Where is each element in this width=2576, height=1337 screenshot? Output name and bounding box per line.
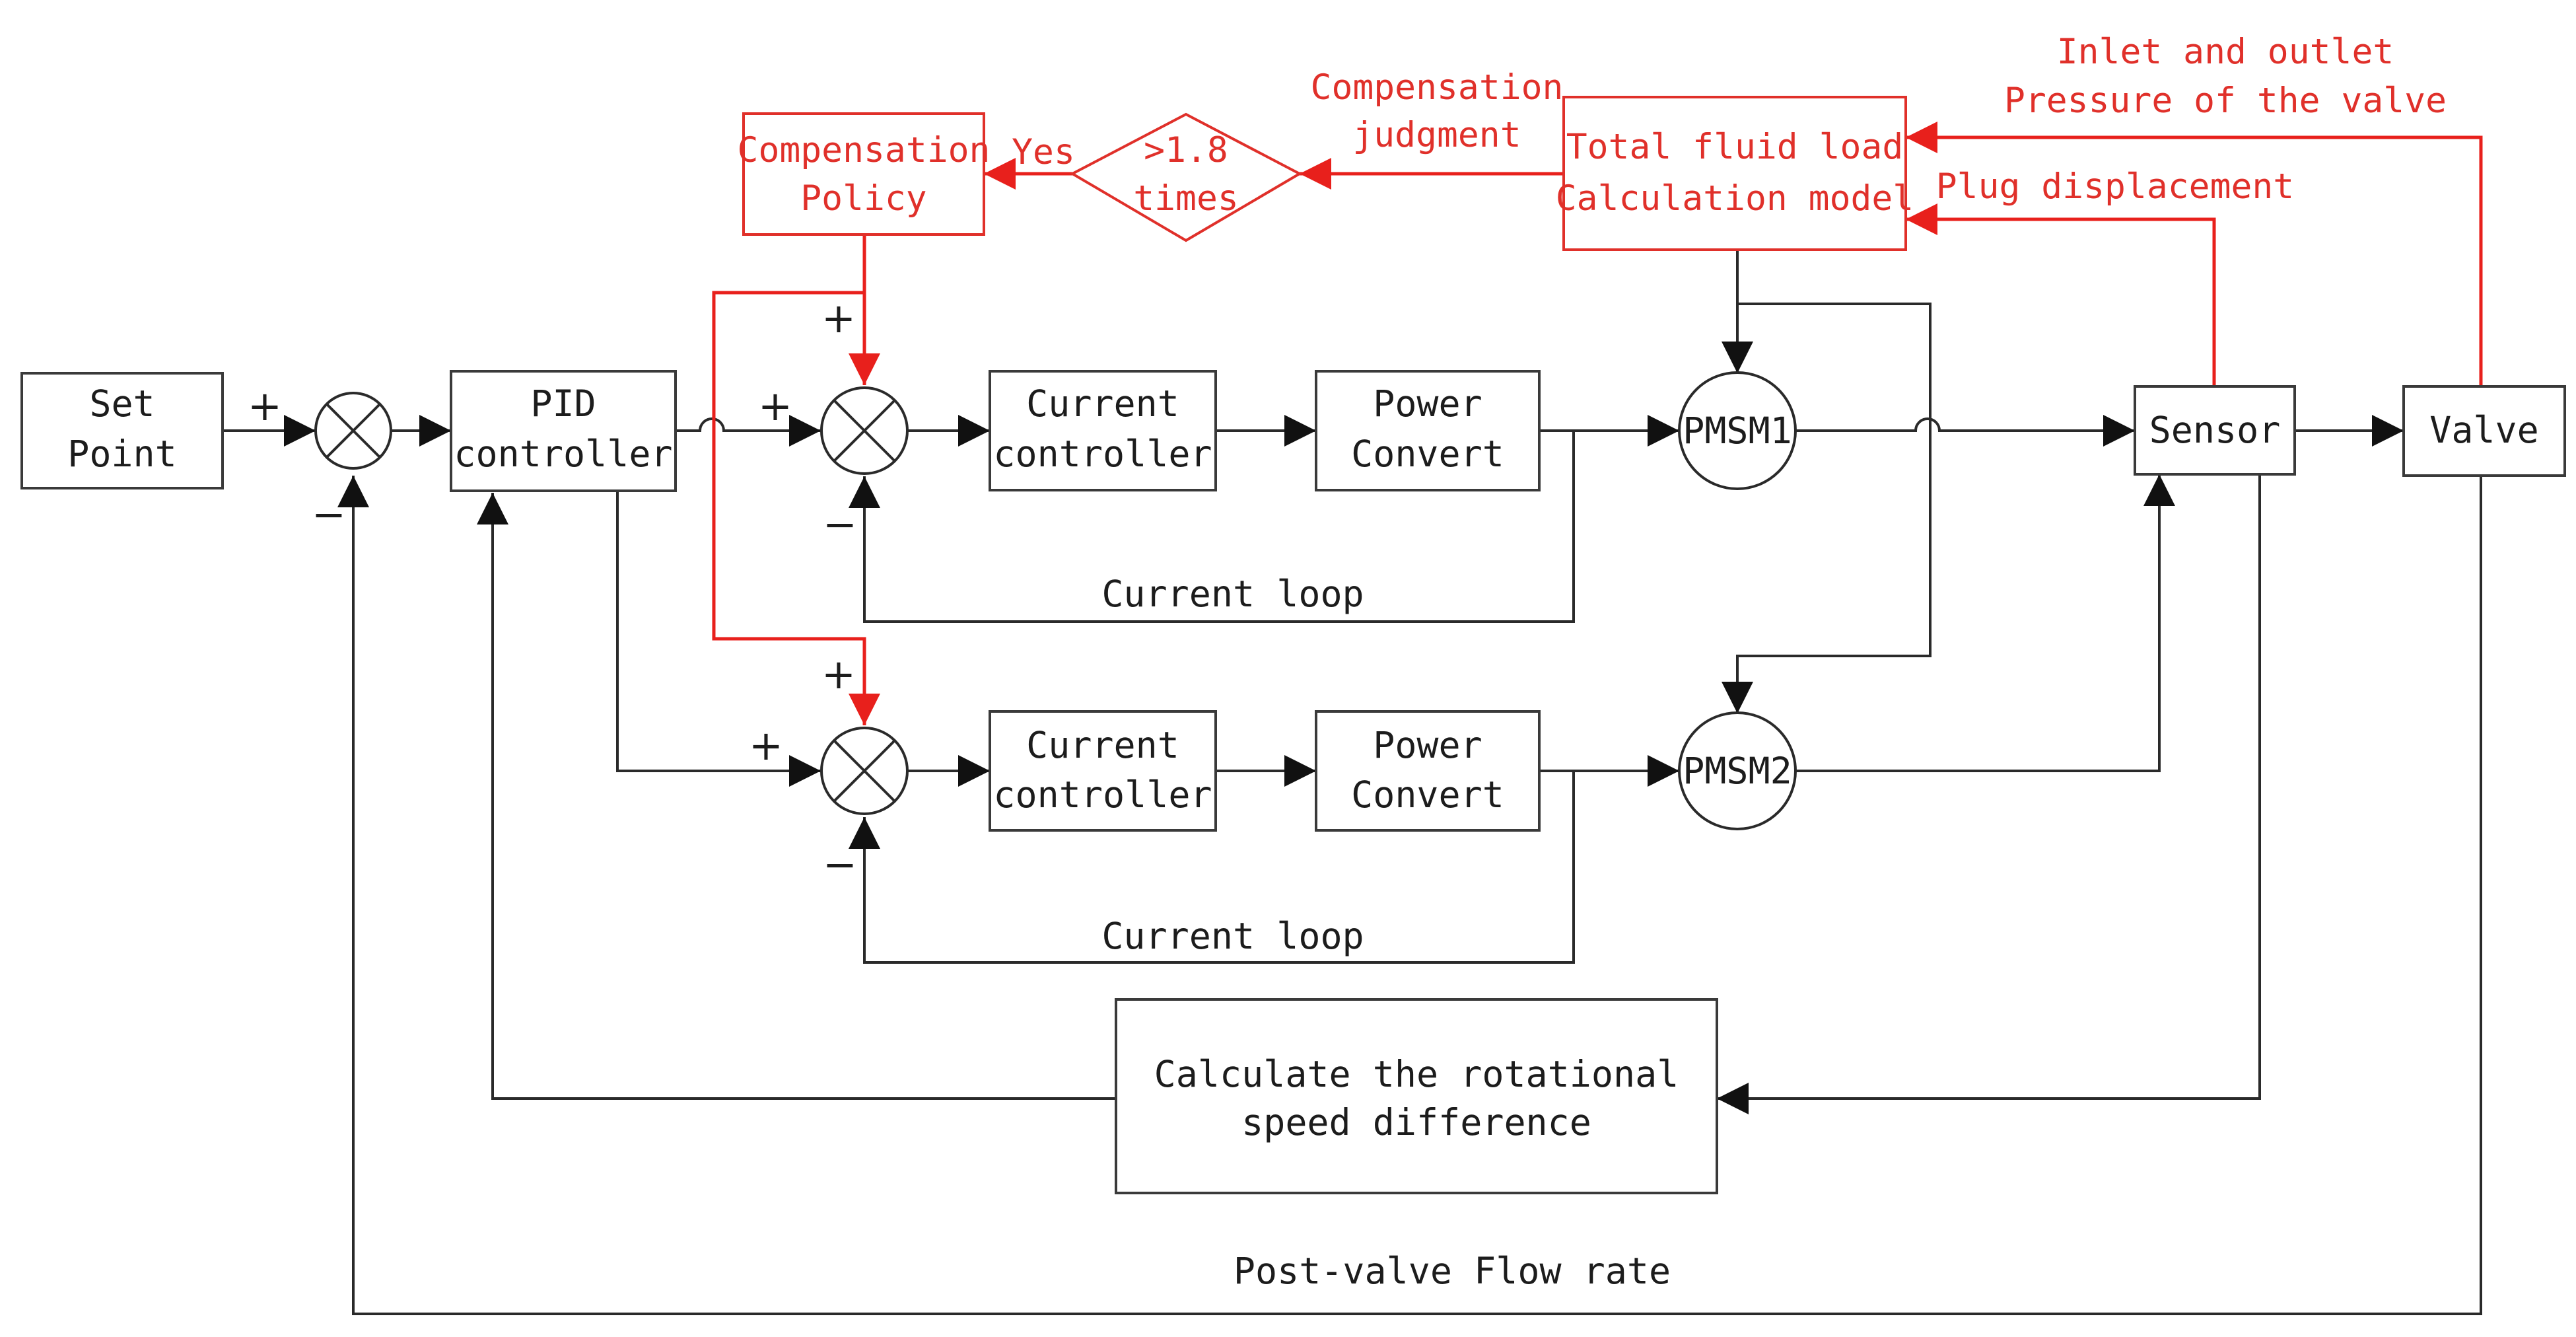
valve-block: Valve bbox=[2402, 385, 2566, 477]
yes-label: Yes bbox=[1012, 132, 1075, 172]
current-controller-1-block: Current controller bbox=[989, 370, 1217, 491]
pmsm1-node: PMSM1 bbox=[1678, 371, 1797, 490]
set-point-label-1: Set bbox=[89, 382, 155, 425]
set-point-label-2: Point bbox=[67, 433, 177, 475]
threshold-decision: >1.8 times bbox=[1069, 112, 1303, 242]
cc1-label-2: controller bbox=[993, 433, 1212, 475]
fluid-load-model-block: Total fluid load Calculation model bbox=[1556, 96, 1914, 251]
line-plug-displacement bbox=[1906, 203, 2216, 386]
compensation-judgment-label-2: judgment bbox=[1352, 115, 1521, 155]
line-model-to-pmsm2 bbox=[1722, 303, 1932, 713]
inlet-outlet-label-2: Pressure of the valve bbox=[2004, 81, 2447, 121]
pmsm1-label: PMSM1 bbox=[1683, 410, 1792, 452]
plug-displacement-label: Plug displacement bbox=[1936, 166, 2294, 207]
line-valve-pressure-to-model bbox=[1906, 122, 2483, 386]
pid-controller-block: PID controller bbox=[450, 370, 677, 492]
line-pmsm2-to-sensor bbox=[1795, 474, 2175, 772]
line-pid-to-sum1 bbox=[676, 415, 821, 447]
line-pid-to-sum2 bbox=[616, 492, 821, 787]
sign-plus-sum2-left: + bbox=[749, 721, 783, 770]
cc1-label-1: Current bbox=[1026, 382, 1179, 425]
compensation-policy-block: Compensation Policy bbox=[738, 112, 991, 236]
summing-junction-main bbox=[314, 392, 392, 470]
post-valve-flow-label: Post-valve Flow rate bbox=[1234, 1250, 1671, 1292]
pc1-label-1: Power bbox=[1373, 382, 1482, 425]
speed-difference-block: Calculate the rotational speed differenc… bbox=[1115, 998, 1718, 1194]
set-point-block: Set Point bbox=[20, 372, 224, 489]
sensor-label: Sensor bbox=[2149, 409, 2281, 451]
current-loop-1-label: Current loop bbox=[1101, 573, 1364, 615]
compensation-judgment-label-1: Compensation bbox=[1311, 67, 1564, 108]
pmsm2-label: PMSM2 bbox=[1683, 750, 1792, 792]
cc2-label-1: Current bbox=[1026, 724, 1179, 766]
valve-label: Valve bbox=[2429, 409, 2539, 451]
inlet-outlet-label-1: Inlet and outlet bbox=[2057, 32, 2394, 72]
threshold-label-2: times bbox=[1133, 178, 1239, 219]
pc2-label-1: Power bbox=[1373, 724, 1482, 766]
threshold-label-1: >1.8 bbox=[1144, 130, 1228, 170]
line-sensor-to-speed-diff bbox=[1717, 474, 2261, 1114]
power-convert-2-block: Power Convert bbox=[1315, 710, 1541, 832]
current-loop-2-label: Current loop bbox=[1101, 915, 1364, 957]
pid-label-2: controller bbox=[454, 433, 672, 475]
policy-label-1: Compensation bbox=[738, 130, 991, 170]
sign-plus-sum1-top: + bbox=[821, 294, 856, 342]
line-post-valve-flow bbox=[337, 476, 2482, 1315]
pid-label-1: PID bbox=[530, 382, 596, 425]
summing-junction-1 bbox=[820, 386, 909, 475]
pc1-label-2: Convert bbox=[1351, 433, 1504, 475]
model-label-2: Calculation model bbox=[1556, 178, 1914, 219]
line-current-loop-2 bbox=[849, 771, 1575, 964]
speed-diff-label-2: speed difference bbox=[1241, 1101, 1591, 1143]
sensor-block: Sensor bbox=[2134, 385, 2296, 476]
model-label-1: Total fluid load bbox=[1566, 127, 1904, 167]
line-current-loop-1 bbox=[849, 431, 1575, 623]
pmsm2-node: PMSM2 bbox=[1678, 711, 1797, 830]
power-convert-1-block: Power Convert bbox=[1315, 370, 1541, 491]
current-controller-2-block: Current controller bbox=[989, 710, 1217, 832]
cc2-label-2: controller bbox=[993, 774, 1212, 816]
speed-diff-label-1: Calculate the rotational bbox=[1154, 1053, 1679, 1095]
line-speed-diff-to-pid bbox=[477, 493, 1116, 1100]
line-policy-to-sum2 bbox=[712, 291, 880, 725]
line-pmsm1-to-sensor bbox=[1795, 415, 2135, 447]
summing-junction-2 bbox=[820, 727, 909, 815]
sign-minus-sum1: − bbox=[823, 500, 857, 548]
sign-minus-flow: − bbox=[312, 490, 346, 538]
pc2-label-2: Convert bbox=[1351, 774, 1504, 816]
sign-plus-setpoint: + bbox=[248, 382, 282, 430]
sign-plus-sum2-top: + bbox=[821, 650, 856, 698]
policy-label-2: Policy bbox=[800, 178, 926, 219]
sign-minus-sum2: − bbox=[823, 840, 857, 888]
sign-plus-sum1-left: + bbox=[758, 382, 792, 430]
